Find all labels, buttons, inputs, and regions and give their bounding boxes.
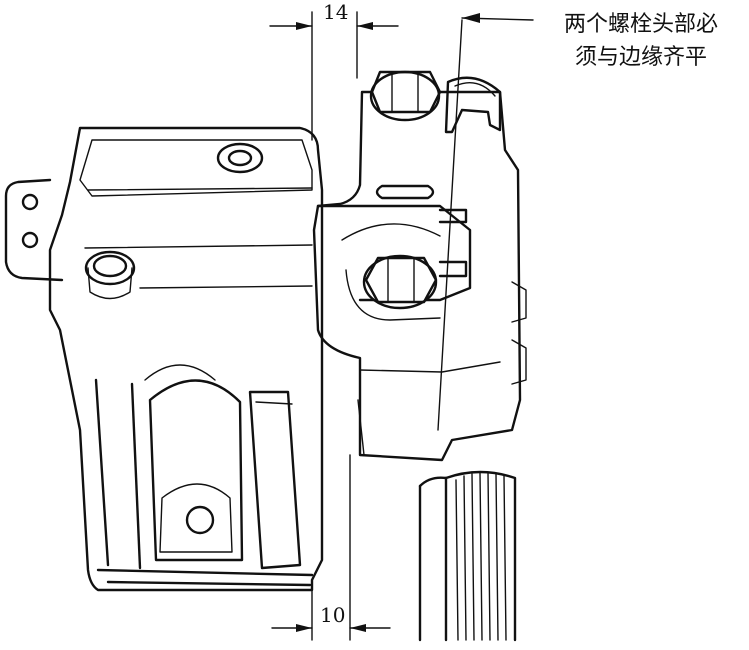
annotation-leader: [437, 13, 534, 431]
left-bracket: [4, 126, 324, 592]
annotation-line-1: 两个螺栓头部必: [563, 12, 718, 37]
splined-shaft: [418, 470, 517, 642]
dimension-top-label: 14: [323, 0, 349, 24]
annotation-line-2: 须与边缘齐平: [574, 45, 707, 70]
right-clamp: [312, 70, 527, 462]
dimension-lines: [269, 11, 399, 641]
bolt-flush-annotation: 两个螺栓头部必 须与边缘齐平: [536, 8, 746, 74]
dimension-bottom-label: 10: [320, 603, 346, 627]
